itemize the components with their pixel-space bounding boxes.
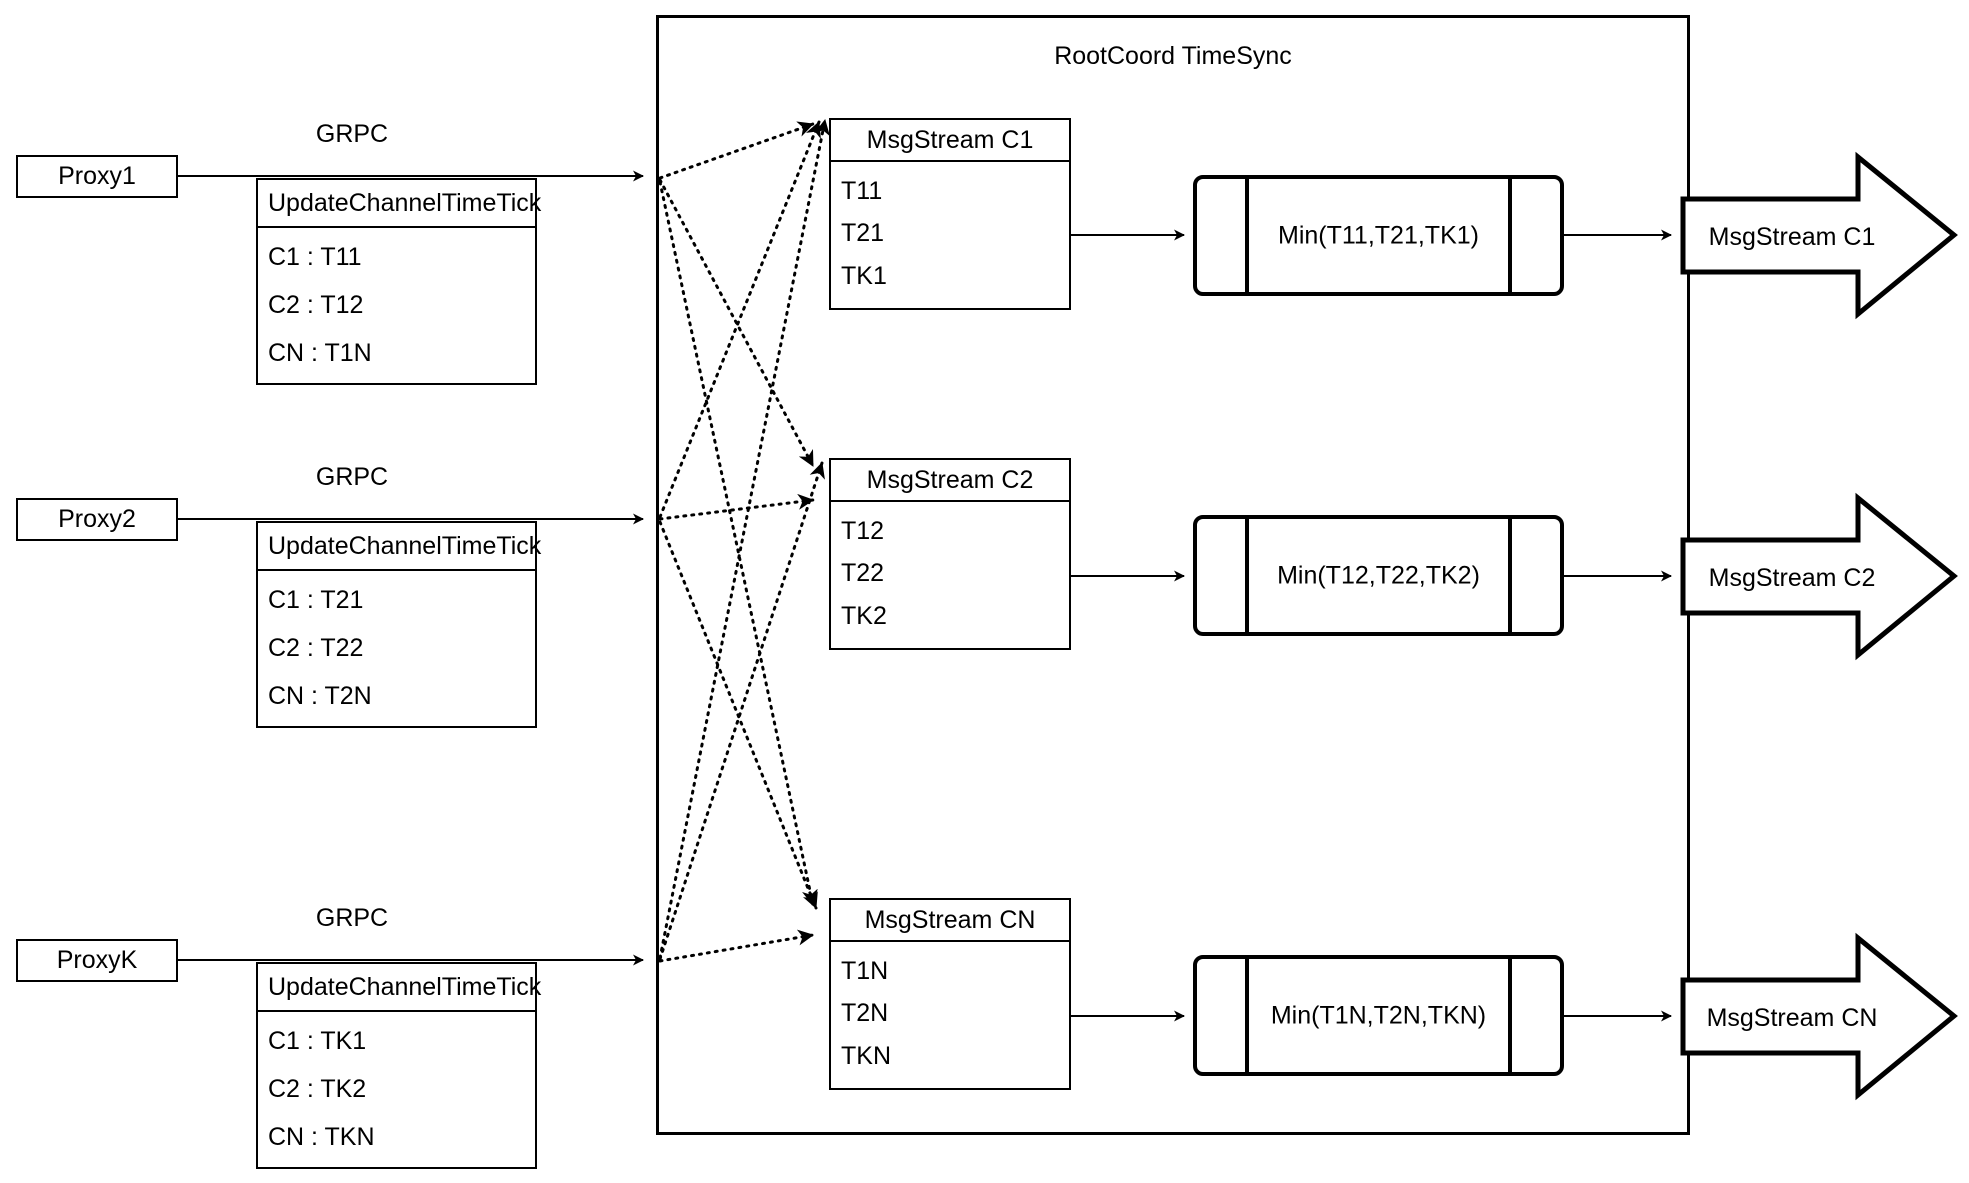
proxy-box-1[interactable]: Proxy1 bbox=[16, 155, 178, 198]
tick-row: T11 bbox=[841, 176, 883, 205]
uc-row: CN : TKN bbox=[268, 1122, 375, 1151]
tick-row: TK2 bbox=[841, 602, 887, 631]
grpc-label-1: GRPC bbox=[315, 120, 389, 148]
min-right-bar bbox=[1508, 179, 1512, 292]
tick-row: T12 bbox=[841, 516, 885, 545]
uc-row: C1 : T11 bbox=[268, 243, 362, 272]
msgstream-ticks-c1: T11 T21 TK1 bbox=[831, 162, 1069, 308]
min-process-box-c1: Min(T11,T21,TK1) bbox=[1193, 175, 1564, 296]
min-right-bar bbox=[1508, 519, 1512, 632]
tick-row: TKN bbox=[841, 1042, 891, 1071]
uc-row: C1 : T21 bbox=[268, 586, 364, 615]
msgstream-title-c1: MsgStream C1 bbox=[831, 120, 1069, 162]
min-left-bar bbox=[1245, 519, 1249, 632]
uc-row: C2 : T12 bbox=[268, 290, 364, 319]
output-label-cn: MsgStream CN bbox=[1706, 1004, 1878, 1032]
proxy-label: ProxyK bbox=[56, 946, 138, 974]
uc-rows-2: C1 : T21 C2 : T22 CN : T2N bbox=[258, 571, 535, 726]
uc-title-2: UpdateChannelTimeTick bbox=[258, 523, 541, 571]
uc-rows-3: C1 : TK1 C2 : TK2 CN : TKN bbox=[258, 1012, 535, 1167]
proxy-label: Proxy1 bbox=[58, 162, 136, 190]
min-left-bar bbox=[1245, 179, 1249, 292]
min-process-box-c2: Min(T12,T22,TK2) bbox=[1193, 515, 1564, 636]
msgstream-title-c2: MsgStream C2 bbox=[831, 460, 1069, 502]
uc-title-1: UpdateChannelTimeTick bbox=[258, 180, 541, 228]
proxy-box-2[interactable]: Proxy2 bbox=[16, 498, 178, 541]
tick-row: T1N bbox=[841, 956, 889, 985]
proxy-box-3[interactable]: ProxyK bbox=[16, 939, 178, 982]
uc-row: CN : T1N bbox=[268, 338, 372, 367]
uc-rows-1: C1 : T11 C2 : T12 CN : T1N bbox=[258, 228, 535, 383]
min-left-bar bbox=[1245, 959, 1249, 1072]
update-channel-timetick-box-2: UpdateChannelTimeTick C1 : T21 C2 : T22 … bbox=[256, 521, 541, 728]
proxy-label: Proxy2 bbox=[58, 505, 136, 533]
min-label-cn: Min(T1N,T2N,TKN) bbox=[1270, 1001, 1487, 1029]
msgstream-ticks-cn: T1N T2N TKN bbox=[831, 942, 1069, 1088]
grpc-label-3: GRPC bbox=[315, 904, 389, 932]
msgstream-box-c2: MsgStream C2 T12 T22 TK2 bbox=[829, 458, 1071, 650]
msgstream-box-c1: MsgStream C1 T11 T21 TK1 bbox=[829, 118, 1071, 310]
container-title: RootCoord TimeSync bbox=[1054, 42, 1292, 70]
tick-row: T22 bbox=[841, 559, 885, 588]
uc-row: C2 : TK2 bbox=[268, 1074, 367, 1103]
update-channel-timetick-box-1: UpdateChannelTimeTick C1 : T11 C2 : T12 … bbox=[256, 178, 541, 385]
update-channel-timetick-box-3: UpdateChannelTimeTick C1 : TK1 C2 : TK2 … bbox=[256, 962, 541, 1169]
uc-title-3: UpdateChannelTimeTick bbox=[258, 964, 541, 1012]
output-label-c1: MsgStream C1 bbox=[1708, 223, 1876, 251]
min-label-c2: Min(T12,T22,TK2) bbox=[1277, 561, 1480, 589]
min-label-c1: Min(T11,T21,TK1) bbox=[1278, 221, 1479, 249]
msgstream-title-cn: MsgStream CN bbox=[831, 900, 1069, 942]
output-label-c2: MsgStream C2 bbox=[1708, 564, 1876, 592]
grpc-label-2: GRPC bbox=[315, 463, 389, 491]
msgstream-ticks-c2: T12 T22 TK2 bbox=[831, 502, 1069, 648]
min-right-bar bbox=[1508, 959, 1512, 1072]
uc-row: CN : T2N bbox=[268, 681, 372, 710]
tick-row: T21 bbox=[841, 219, 885, 248]
min-process-box-cn: Min(T1N,T2N,TKN) bbox=[1193, 955, 1564, 1076]
tick-row: TK1 bbox=[841, 262, 887, 291]
uc-row: C2 : T22 bbox=[268, 633, 364, 662]
tick-row: T2N bbox=[841, 999, 889, 1028]
uc-row: C1 : TK1 bbox=[268, 1027, 367, 1056]
msgstream-box-cn: MsgStream CN T1N T2N TKN bbox=[829, 898, 1071, 1090]
